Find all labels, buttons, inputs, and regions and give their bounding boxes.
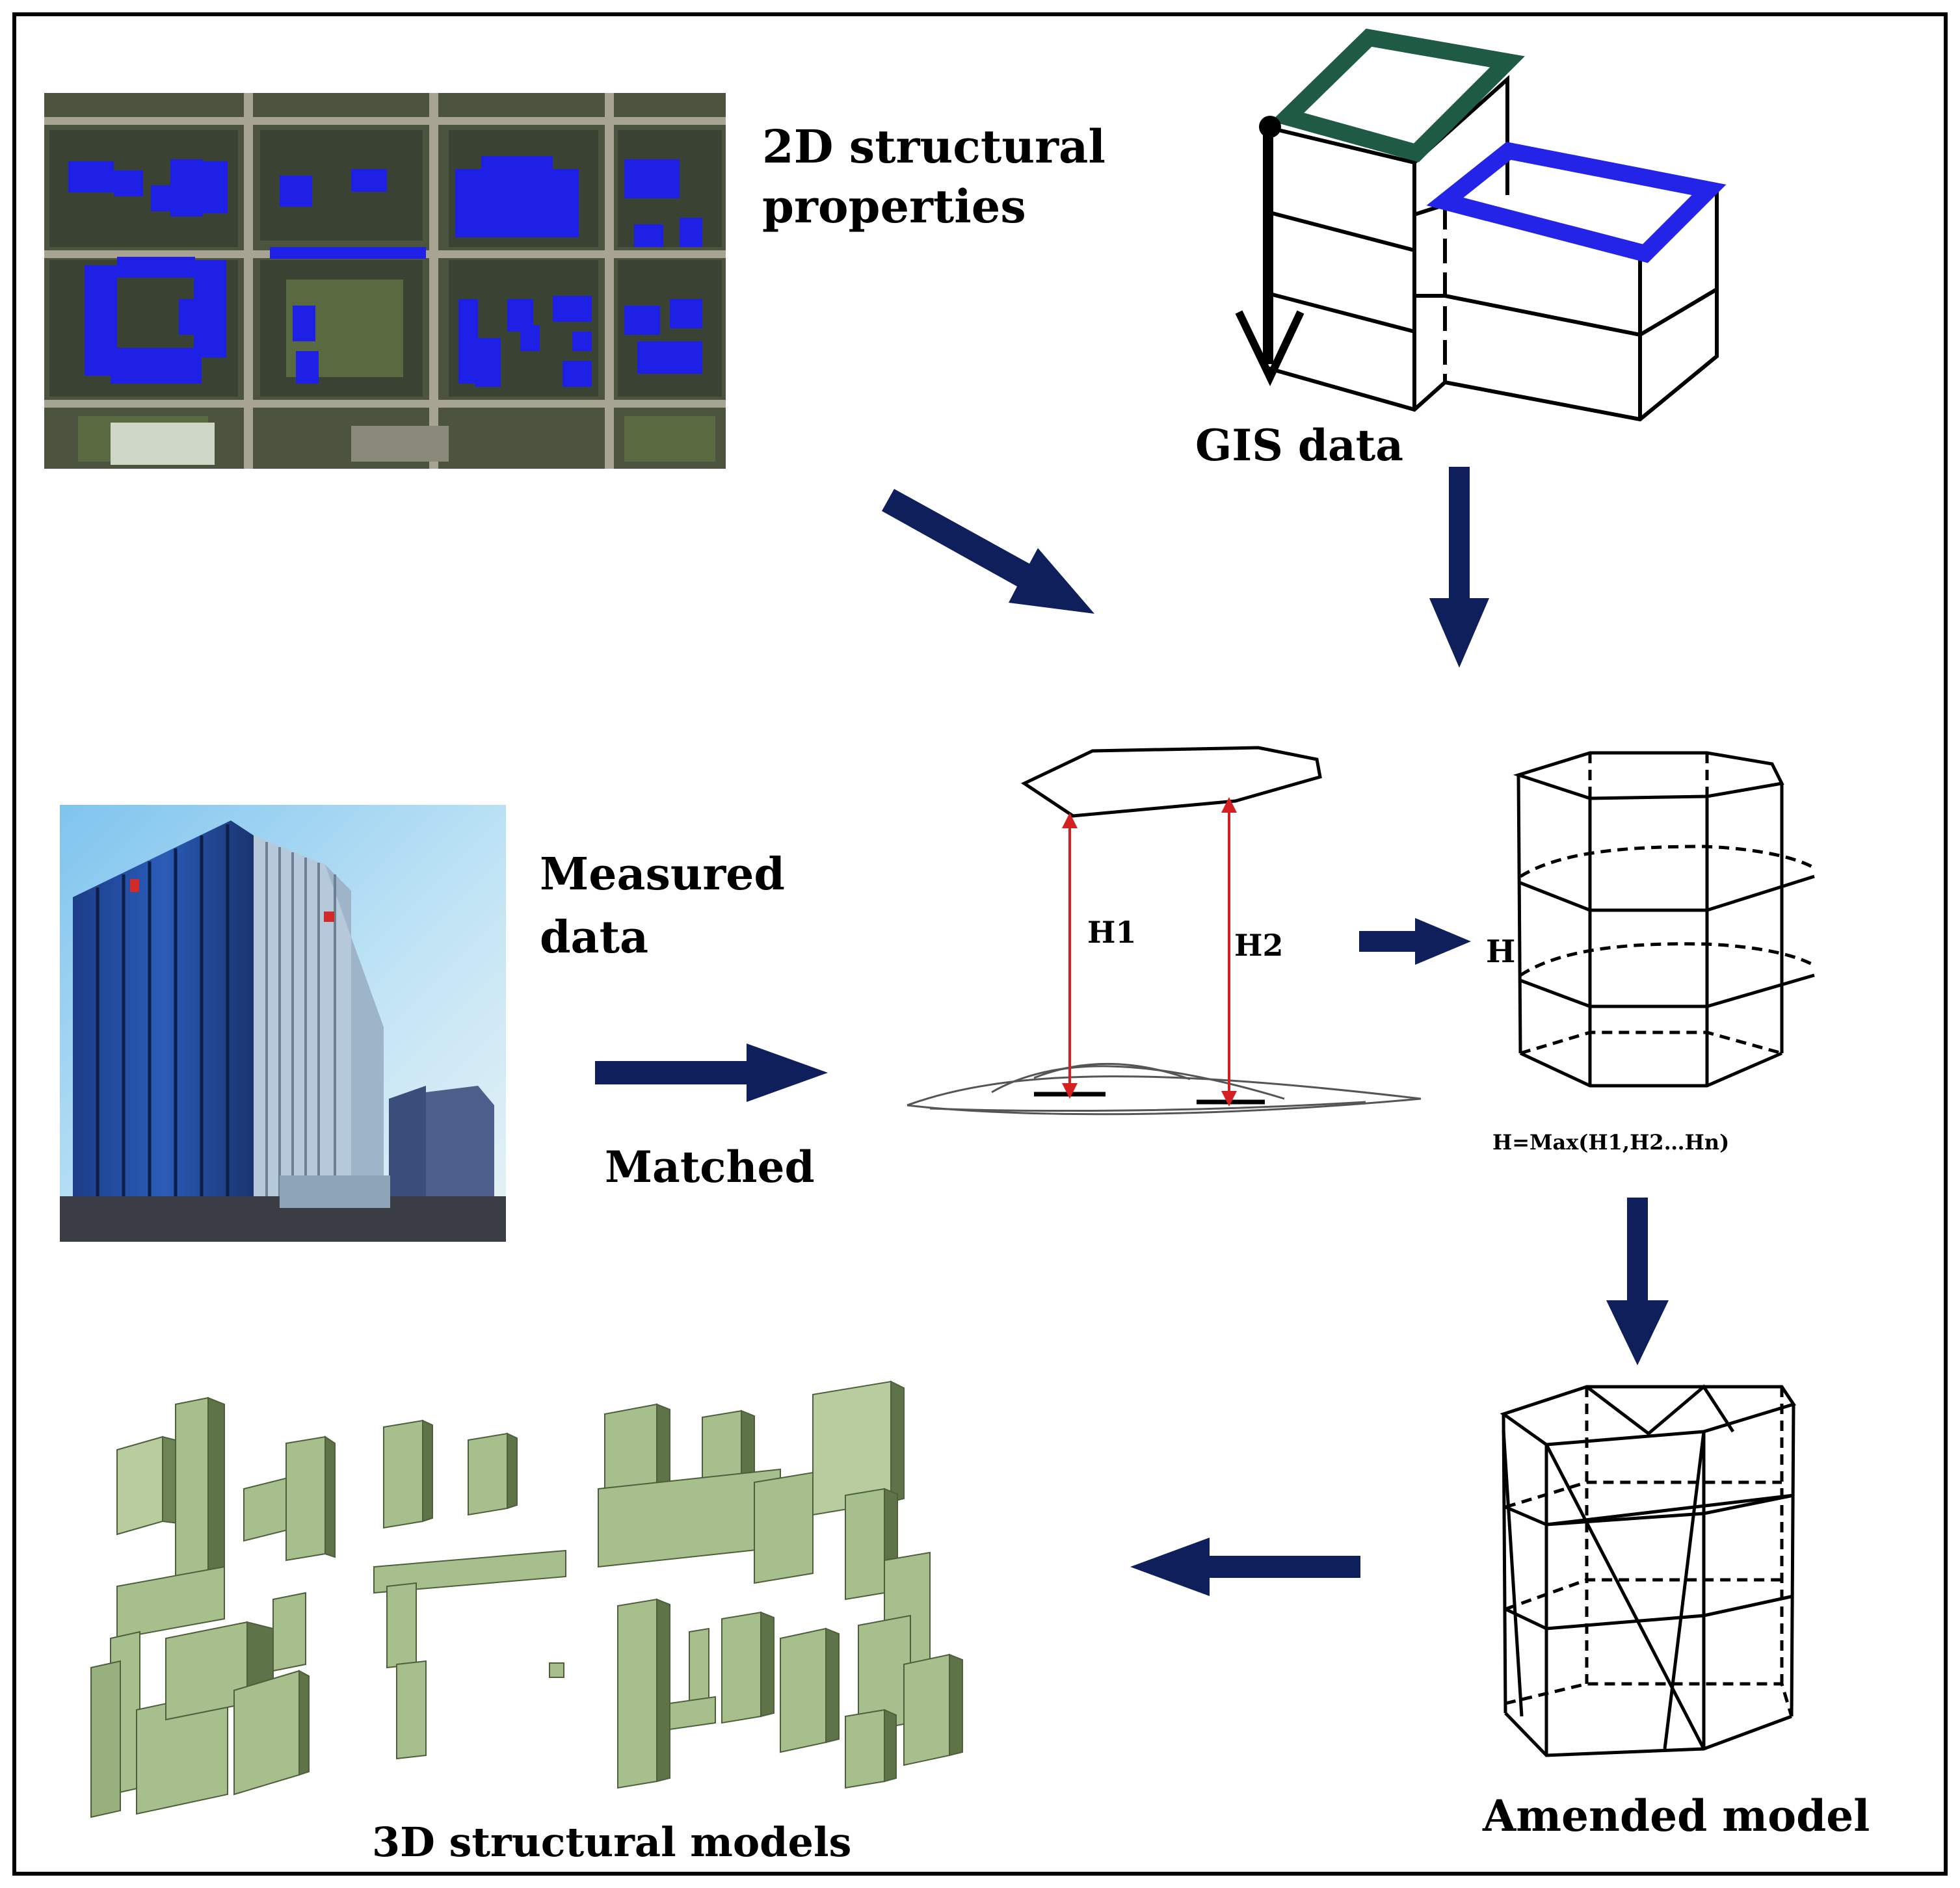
arrow-gis-down	[1429, 467, 1489, 668]
gis-roof-blue	[1426, 142, 1727, 263]
arrow-prism-down	[1606, 1198, 1669, 1365]
amended-model	[1500, 1384, 1796, 1757]
prism-model	[1513, 751, 1816, 1088]
building-photo	[60, 805, 506, 1242]
structural-3d-models	[90, 1380, 963, 1818]
flow-arrows	[595, 467, 1669, 1596]
arrow-amended-to-3d	[1130, 1538, 1360, 1596]
label-2d-structural-line2: properties	[762, 179, 1026, 233]
label-h-formula: H=Max(H1,H2…Hn)	[1492, 1130, 1729, 1155]
label-2d-structural-line1: 2D structural	[762, 120, 1106, 174]
label-gis-data: GIS data	[1195, 420, 1403, 471]
arrow-satellite-to-heights	[882, 489, 1094, 614]
label-measured-line2: data	[540, 911, 648, 964]
building-footprints	[68, 156, 702, 387]
label-measured-line1: Measured	[540, 848, 785, 900]
label-h1: H1	[1087, 915, 1136, 950]
label-h2: H2	[1234, 928, 1283, 963]
label-3d-structural: 3D structural models	[372, 1818, 851, 1866]
gis-anchor-dot	[1259, 116, 1281, 138]
arrow-measured-right	[595, 1043, 828, 1102]
gis-height-arrow-head	[1235, 310, 1304, 386]
gis-data-diagram	[1263, 75, 1719, 422]
height-measurement-diagram	[907, 746, 1422, 1116]
label-amended-model: Amended model	[1482, 1790, 1870, 1841]
arrow-heights-to-prism	[1359, 918, 1471, 965]
label-h: H	[1486, 934, 1515, 970]
satellite-image	[44, 93, 726, 469]
gis-roof-green	[1271, 29, 1525, 163]
label-matched: Matched	[605, 1142, 815, 1192]
